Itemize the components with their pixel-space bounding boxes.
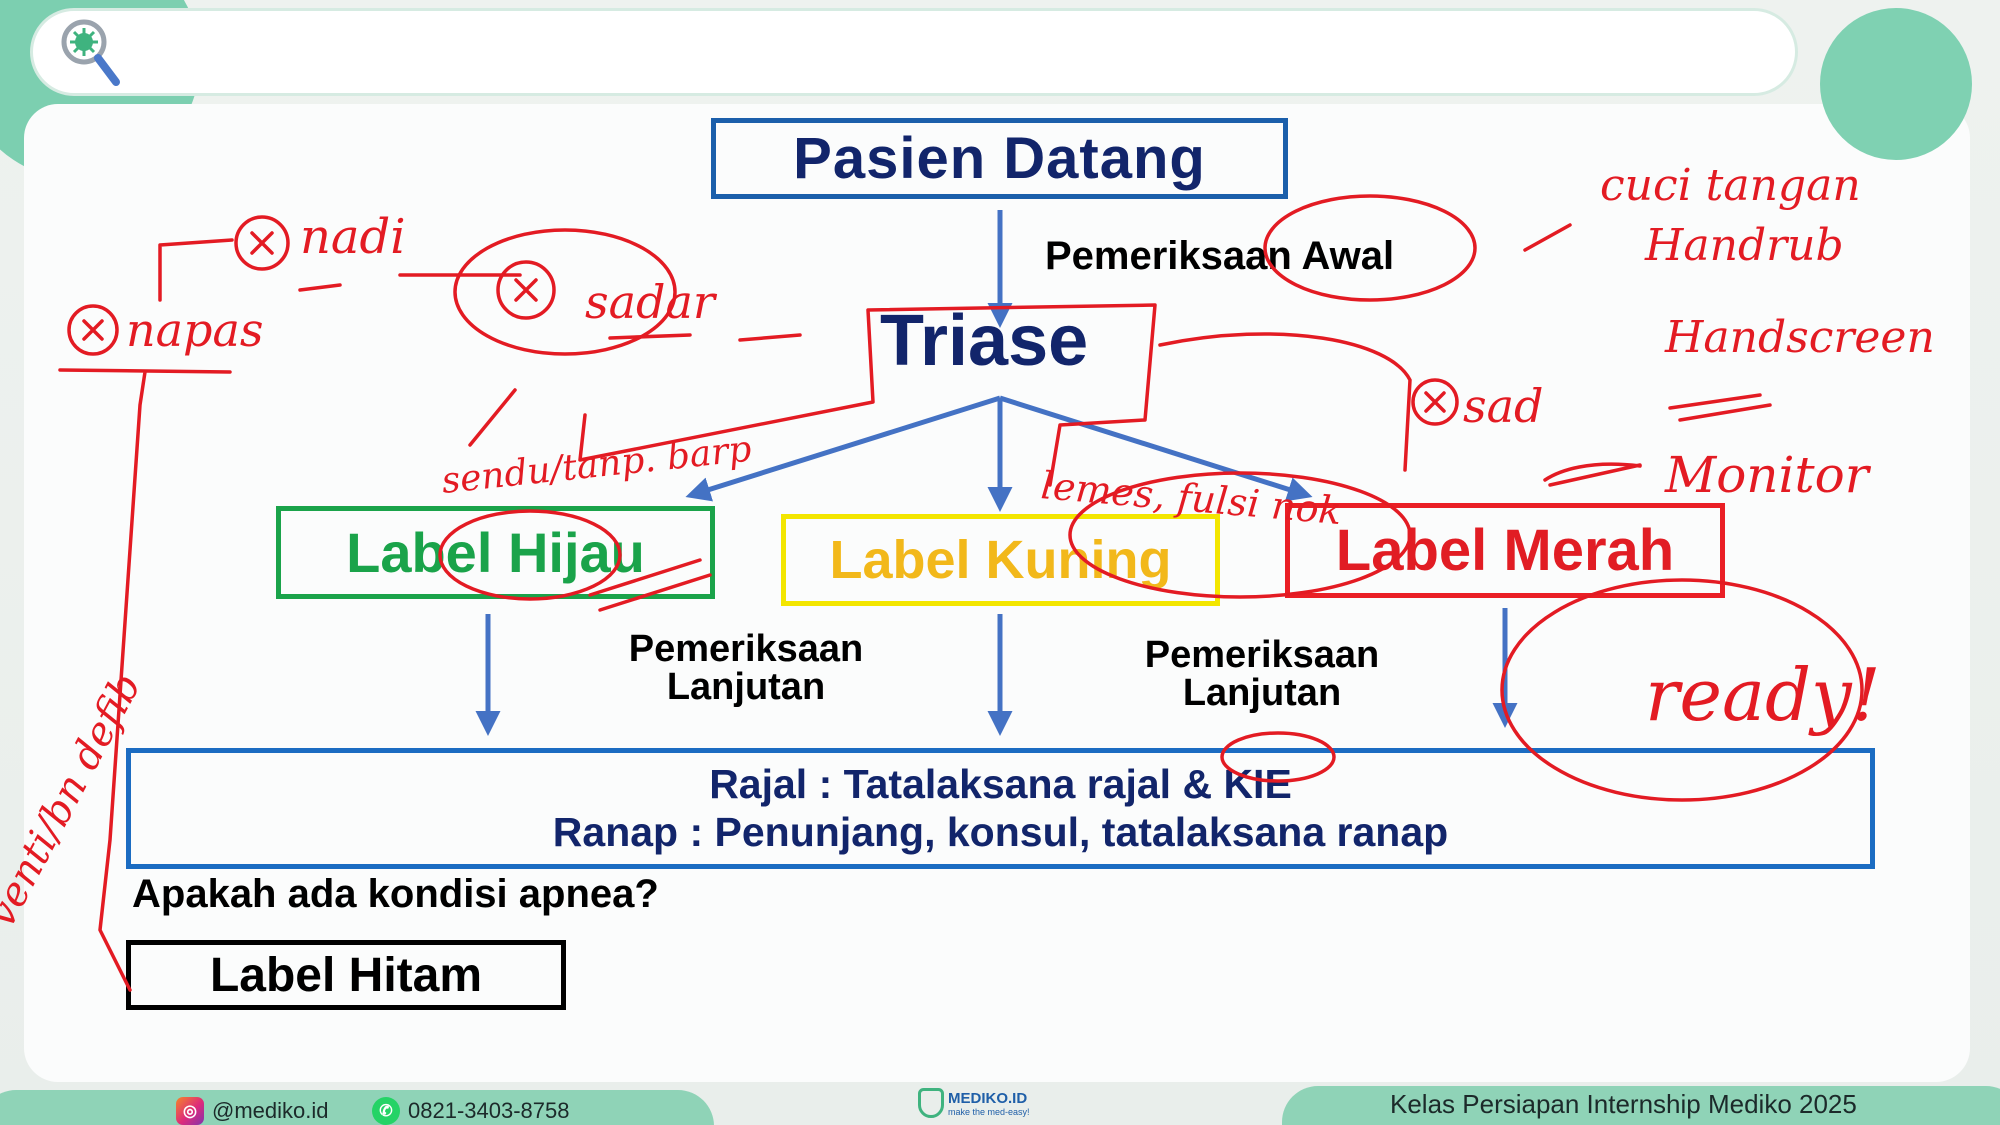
instagram-handle: @mediko.id [212,1098,329,1123]
course-title: Kelas Persiapan Internship Mediko 2025 [1390,1089,1857,1119]
logo-text: MEDIKO.ID [948,1089,1028,1107]
outcome-ranap: Ranap : Penunjang, konsul, tatalaksana r… [552,808,1449,855]
footer-left-bar [0,1090,714,1125]
ink-text-yellow-note: lemes, fulsi nok [1039,463,1343,533]
ink-x-circle-nadi [234,215,290,271]
ink-circle-pemeriksaan-awal [1263,194,1477,302]
arrow-triase-to-green [685,395,1001,502]
logo-mark-icon [918,1088,944,1118]
ink-x-circle-napas [67,304,119,356]
ink-text-sad: sad [1463,379,1543,433]
ink-text-hand2: Handrub [1644,220,1844,271]
node-pasien-datang: Pasien Datang [711,118,1288,199]
ink-text-monitor: Monitor [1664,446,1872,504]
ink-text-sadar: sadar [585,275,718,329]
whatsapp-icon: ✆ [372,1097,400,1125]
whatsapp-number: 0821-3403-8758 [408,1098,570,1123]
label-follow-up-left-line1: Pemeriksaan [628,628,864,670]
mediko-logo: MEDIKO.ID make the med-easy! [918,1082,1030,1124]
logo-tagline: make the med-easy! [948,1106,1030,1117]
ink-loop-sadar [453,228,677,356]
logo-text-wrap: MEDIKO.ID make the med-easy! [948,1090,1030,1117]
ink-circle-kie [1220,731,1336,783]
label-follow-up-right-line1: Pemeriksaan [1144,634,1380,676]
ink-circle-merah [1068,471,1412,599]
ink-text-hand3: Handscreen [1664,312,1935,363]
label-follow-up-left: Pemeriksaan Lanjutan [596,630,896,706]
ink-x-circle-sad [1411,378,1459,426]
ink-x-circle-sadar [496,260,556,320]
node-label-merah: Label Merah [1285,503,1725,598]
label-follow-up-left-line2: Lanjutan [666,666,826,708]
ink-text-left-note: venti/bn defib [0,666,150,935]
ink-text-napas: napas [126,303,264,357]
ink-text-ready: ready! [1645,653,1881,737]
search-bar[interactable] [30,8,1798,96]
footer-instagram[interactable]: ◎ @mediko.id [176,1096,329,1125]
arrow-triase-to-red [999,395,1313,502]
label-follow-up-right-line2: Lanjutan [1182,672,1342,714]
node-outcome: Rajal : Tatalaksana rajal & KIE Ranap : … [126,748,1875,869]
label-initial-exam: Pemeriksaan Awal [1045,234,1395,278]
instagram-icon: ◎ [176,1097,204,1125]
ink-text-nadi: nadi [300,209,406,265]
footer-right-bar [1282,1086,2000,1125]
apnea-question: Apakah ada kondisi apnea? [132,872,659,916]
ink-circle-ready [1500,578,1864,802]
label-follow-up-right: Pemeriksaan Lanjutan [1112,636,1412,712]
node-label-hitam: Label Hitam [126,940,566,1010]
node-triase: Triase [880,301,1089,381]
footer-whatsapp[interactable]: ✆ 0821-3403-8758 [372,1096,569,1125]
decorative-circle [1820,8,1972,160]
search-icon[interactable] [56,14,126,94]
node-label-kuning: Label Kuning [781,514,1220,606]
ink-text-hand1: cuci tangan [1600,160,1861,211]
ink-text-green-note: sendu/tanp. barp [440,429,754,502]
ink-circle-hijau [438,509,622,601]
outcome-rajal: Rajal : Tatalaksana rajal & KIE [709,761,1292,808]
